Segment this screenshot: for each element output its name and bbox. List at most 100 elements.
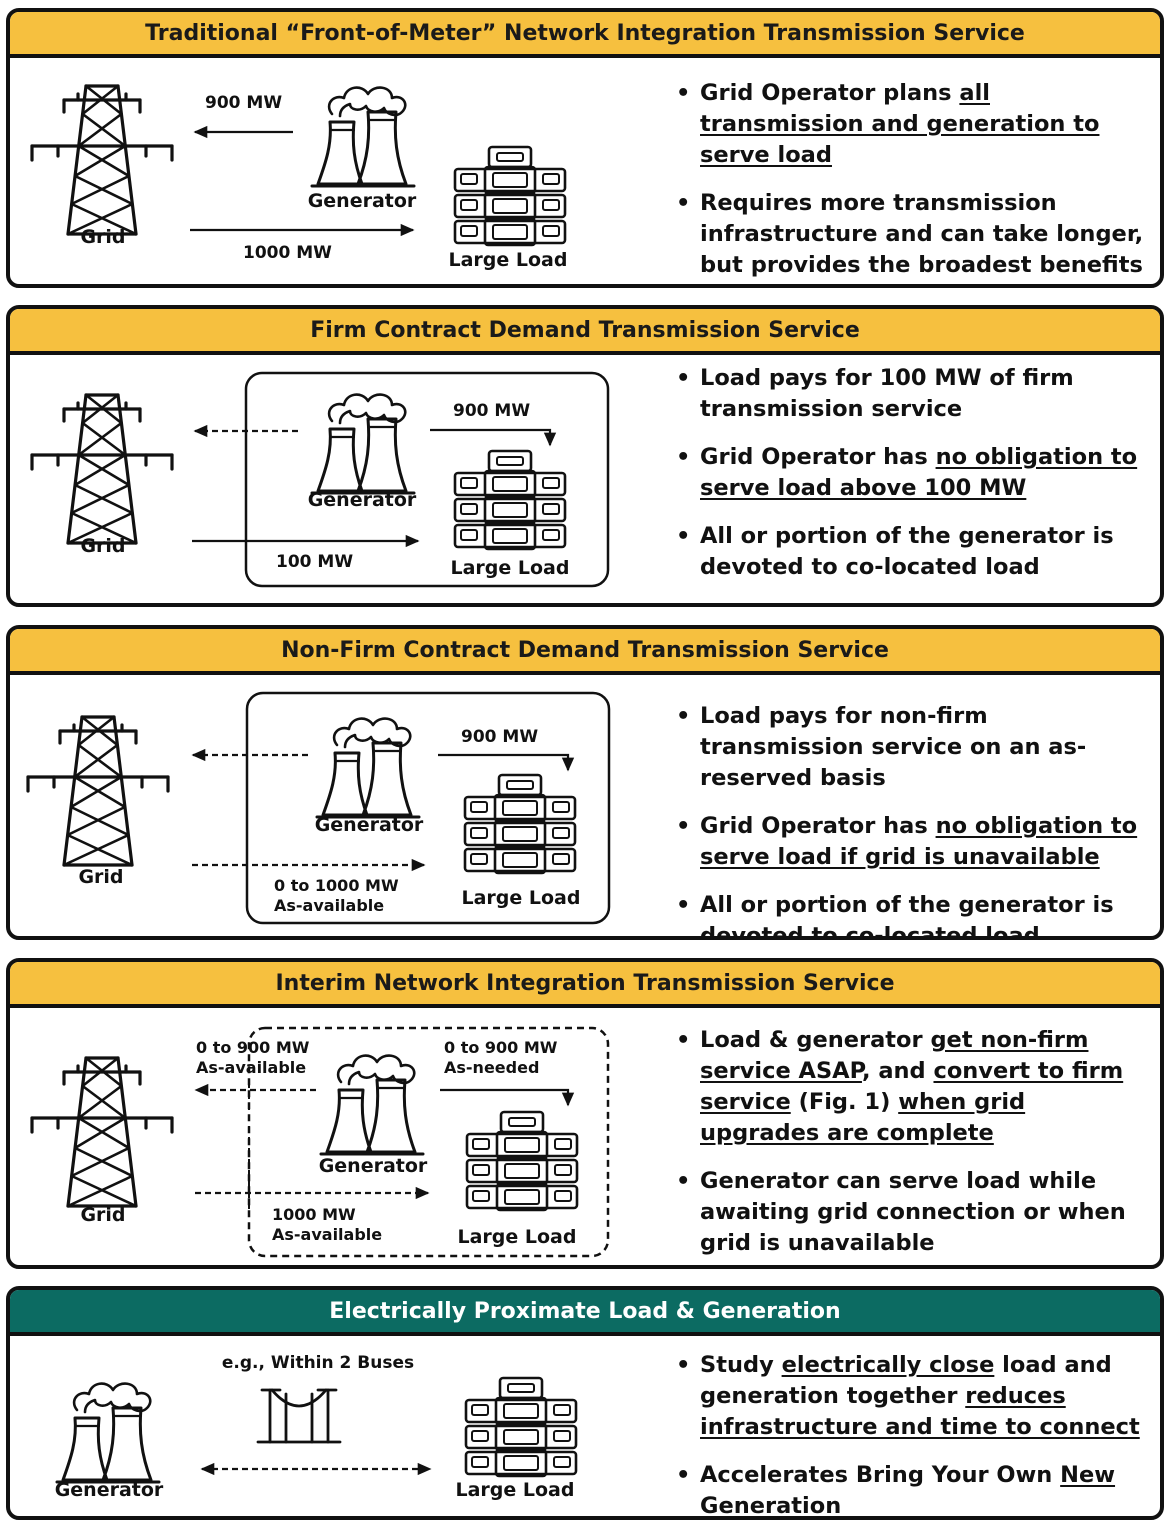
cooling-tower-generator-icon (310, 86, 416, 188)
bullet-text: Generator can serve load while awaiting … (700, 1168, 1126, 1256)
flow-label-as-available: As-available (196, 1058, 306, 1077)
flow-label-as-available-2: As-available (272, 1225, 382, 1244)
server-rack-load-icon (464, 1376, 578, 1478)
bullet-item: Generator can serve load while awaiting … (670, 1166, 1152, 1259)
transmission-tower-icon (30, 1056, 174, 1208)
bullet-item: Grid Operator plans all transmission and… (670, 78, 1152, 171)
grid-label: Grid (80, 1204, 125, 1226)
non-firm-diagram: 900 MW 0 to 1000 MW As-available Grid Ge… (26, 691, 611, 925)
panel-traditional-nits: Traditional “Front-of-Meter” Network Int… (6, 8, 1164, 288)
flow-label-0-900-load: 0 to 900 MW (444, 1038, 558, 1057)
underlined-text: no obligation to serve load above 100 MW (700, 444, 1138, 501)
panel-title: Firm Contract Demand Transmission Servic… (10, 309, 1160, 355)
cooling-tower-generator-icon (315, 717, 421, 819)
server-rack-load-icon (453, 145, 567, 247)
load-label: Large Load (462, 887, 581, 909)
buses-label: e.g., Within 2 Buses (222, 1353, 414, 1373)
underlined-text: get non-firm service ASAP (700, 1027, 1089, 1084)
flow-label-0-1000: 0 to 1000 MW (274, 876, 399, 895)
bullet-item: Grid Operator has no obligation to serve… (670, 442, 1152, 504)
bullet-item: Requires more transmission infrastructur… (670, 188, 1152, 281)
bullet-text: All or portion of the generator is devot… (700, 523, 1114, 580)
flow-label-1000: 1000 MW (272, 1205, 356, 1224)
grid-label: Grid (78, 866, 123, 888)
generator-label: Generator (308, 489, 417, 511)
underlined-text: all transmission and generation to serve… (700, 80, 1100, 168)
grid-label: Grid (80, 535, 125, 557)
interim-diagram: 0 to 900 MW As-available 0 to 900 MW As-… (30, 1026, 610, 1258)
flow-label-900: 900 MW (453, 401, 530, 421)
panel-title: Traditional “Front-of-Meter” Network Int… (10, 12, 1160, 58)
panel-title: Non-Firm Contract Demand Transmission Se… (10, 629, 1160, 675)
proximate-diagram: e.g., Within 2 Buses Generator Large Loa… (55, 1353, 578, 1501)
panel-firm-contract-demand: Firm Contract Demand Transmission Servic… (6, 305, 1164, 607)
cooling-tower-generator-icon (310, 393, 416, 495)
underlined-text: electrically close (781, 1352, 995, 1378)
bullet-item: Load pays for 100 MW of firm transmissio… (670, 363, 1152, 425)
co-location-boundary (245, 691, 611, 925)
bullet-text: , and (861, 1058, 934, 1084)
bullet-list: Grid Operator plans all transmission and… (670, 78, 1152, 284)
load-label: Large Load (458, 1226, 577, 1248)
arrow-gen-to-load (438, 753, 575, 772)
bullet-item: Grid Operator has no obligation to serve… (670, 811, 1152, 873)
flow-label-900: 900 MW (205, 93, 282, 113)
bullet-text: Load & generator (700, 1027, 931, 1053)
panel-non-firm-contract-demand: Non-Firm Contract Demand Transmission Se… (6, 625, 1164, 940)
bullet-item: Load pays for non-firm transmission serv… (670, 701, 1152, 794)
bullet-list: Load & generator get non-firm service AS… (670, 1025, 1152, 1265)
bullet-item: Accelerates Bring Your Own New Generatio… (670, 1460, 1152, 1519)
bullet-text: Study (700, 1352, 782, 1378)
panel-electrically-proximate: Electrically Proximate Load & Generation… (6, 1286, 1164, 1520)
bullet-text: Accelerates Bring Your Own (700, 1462, 1061, 1488)
server-rack-load-icon (453, 449, 567, 551)
server-rack-load-icon (463, 773, 577, 875)
flow-label-as-available: As-available (274, 896, 384, 915)
bullet-list: Load pays for non-firm transmission serv… (670, 701, 1152, 940)
bullet-text: load and generation together (700, 1352, 1112, 1409)
traditional-diagram: 900 MW 1000 MW Grid Generator Large Load (30, 84, 567, 271)
flow-label-0-900: 0 to 900 MW (196, 1038, 310, 1057)
panel-interim-nits: Interim Network Integration Transmission… (6, 958, 1164, 1269)
flow-label-as-needed: As-needed (444, 1058, 539, 1077)
bullet-list: Load pays for 100 MW of firm transmissio… (670, 363, 1152, 600)
arrow-gen-to-load (430, 428, 557, 447)
transmission-tower-icon (26, 715, 170, 867)
underlined-text: convert to firm service (700, 1058, 1124, 1115)
bullet-item: All or portion of the generator is devot… (670, 890, 1152, 940)
panel-title: Interim Network Integration Transmission… (10, 962, 1160, 1008)
arrow-gen-to-load (440, 1088, 575, 1107)
grid-label: Grid (80, 226, 125, 248)
firm-diagram: 900 MW 100 MW Grid Generator Large Load (30, 371, 610, 588)
generator-label: Generator (55, 1479, 164, 1501)
load-label: Large Load (456, 1479, 575, 1501)
bullet-text: Requires more transmission infrastructur… (700, 190, 1144, 278)
bullet-item: Study electrically close load and genera… (670, 1350, 1152, 1443)
generator-label: Generator (315, 814, 424, 836)
transmission-tower-icon (30, 84, 174, 236)
bullet-item: All or portion of the generator is devot… (670, 521, 1152, 583)
flow-label-1000: 1000 MW (243, 243, 332, 263)
bullet-text: Grid Operator plans (700, 80, 960, 106)
underlined-text: New (1060, 1462, 1116, 1488)
bullet-text: Load pays for non-firm transmission serv… (700, 703, 1087, 791)
bullet-text: Generation (700, 1493, 842, 1519)
flow-label-100: 100 MW (276, 552, 353, 572)
transmission-tower-icon (30, 393, 174, 545)
bullet-text: Load pays for 100 MW of firm transmissio… (700, 365, 1074, 422)
substation-bus-icon (256, 1388, 342, 1444)
co-location-boundary (244, 371, 610, 588)
underlined-text: when grid upgrades are complete (700, 1089, 1026, 1146)
flow-label-900: 900 MW (461, 727, 538, 747)
underlined-text: reduces infrastructure and time to conne… (700, 1383, 1140, 1440)
cooling-tower-generator-icon (319, 1054, 425, 1156)
bullet-text: Grid Operator has (700, 444, 936, 470)
generator-label: Generator (308, 190, 417, 212)
bullet-text: Grid Operator has (700, 813, 936, 839)
generator-label: Generator (319, 1155, 428, 1177)
bullet-list: Study electrically close load and genera… (670, 1350, 1152, 1519)
bullet-item: Load & generator get non-firm service AS… (670, 1025, 1152, 1149)
bullet-text: All or portion of the generator is devot… (700, 892, 1114, 940)
panel-title: Electrically Proximate Load & Generation (10, 1290, 1160, 1336)
server-rack-load-icon (465, 1110, 579, 1212)
